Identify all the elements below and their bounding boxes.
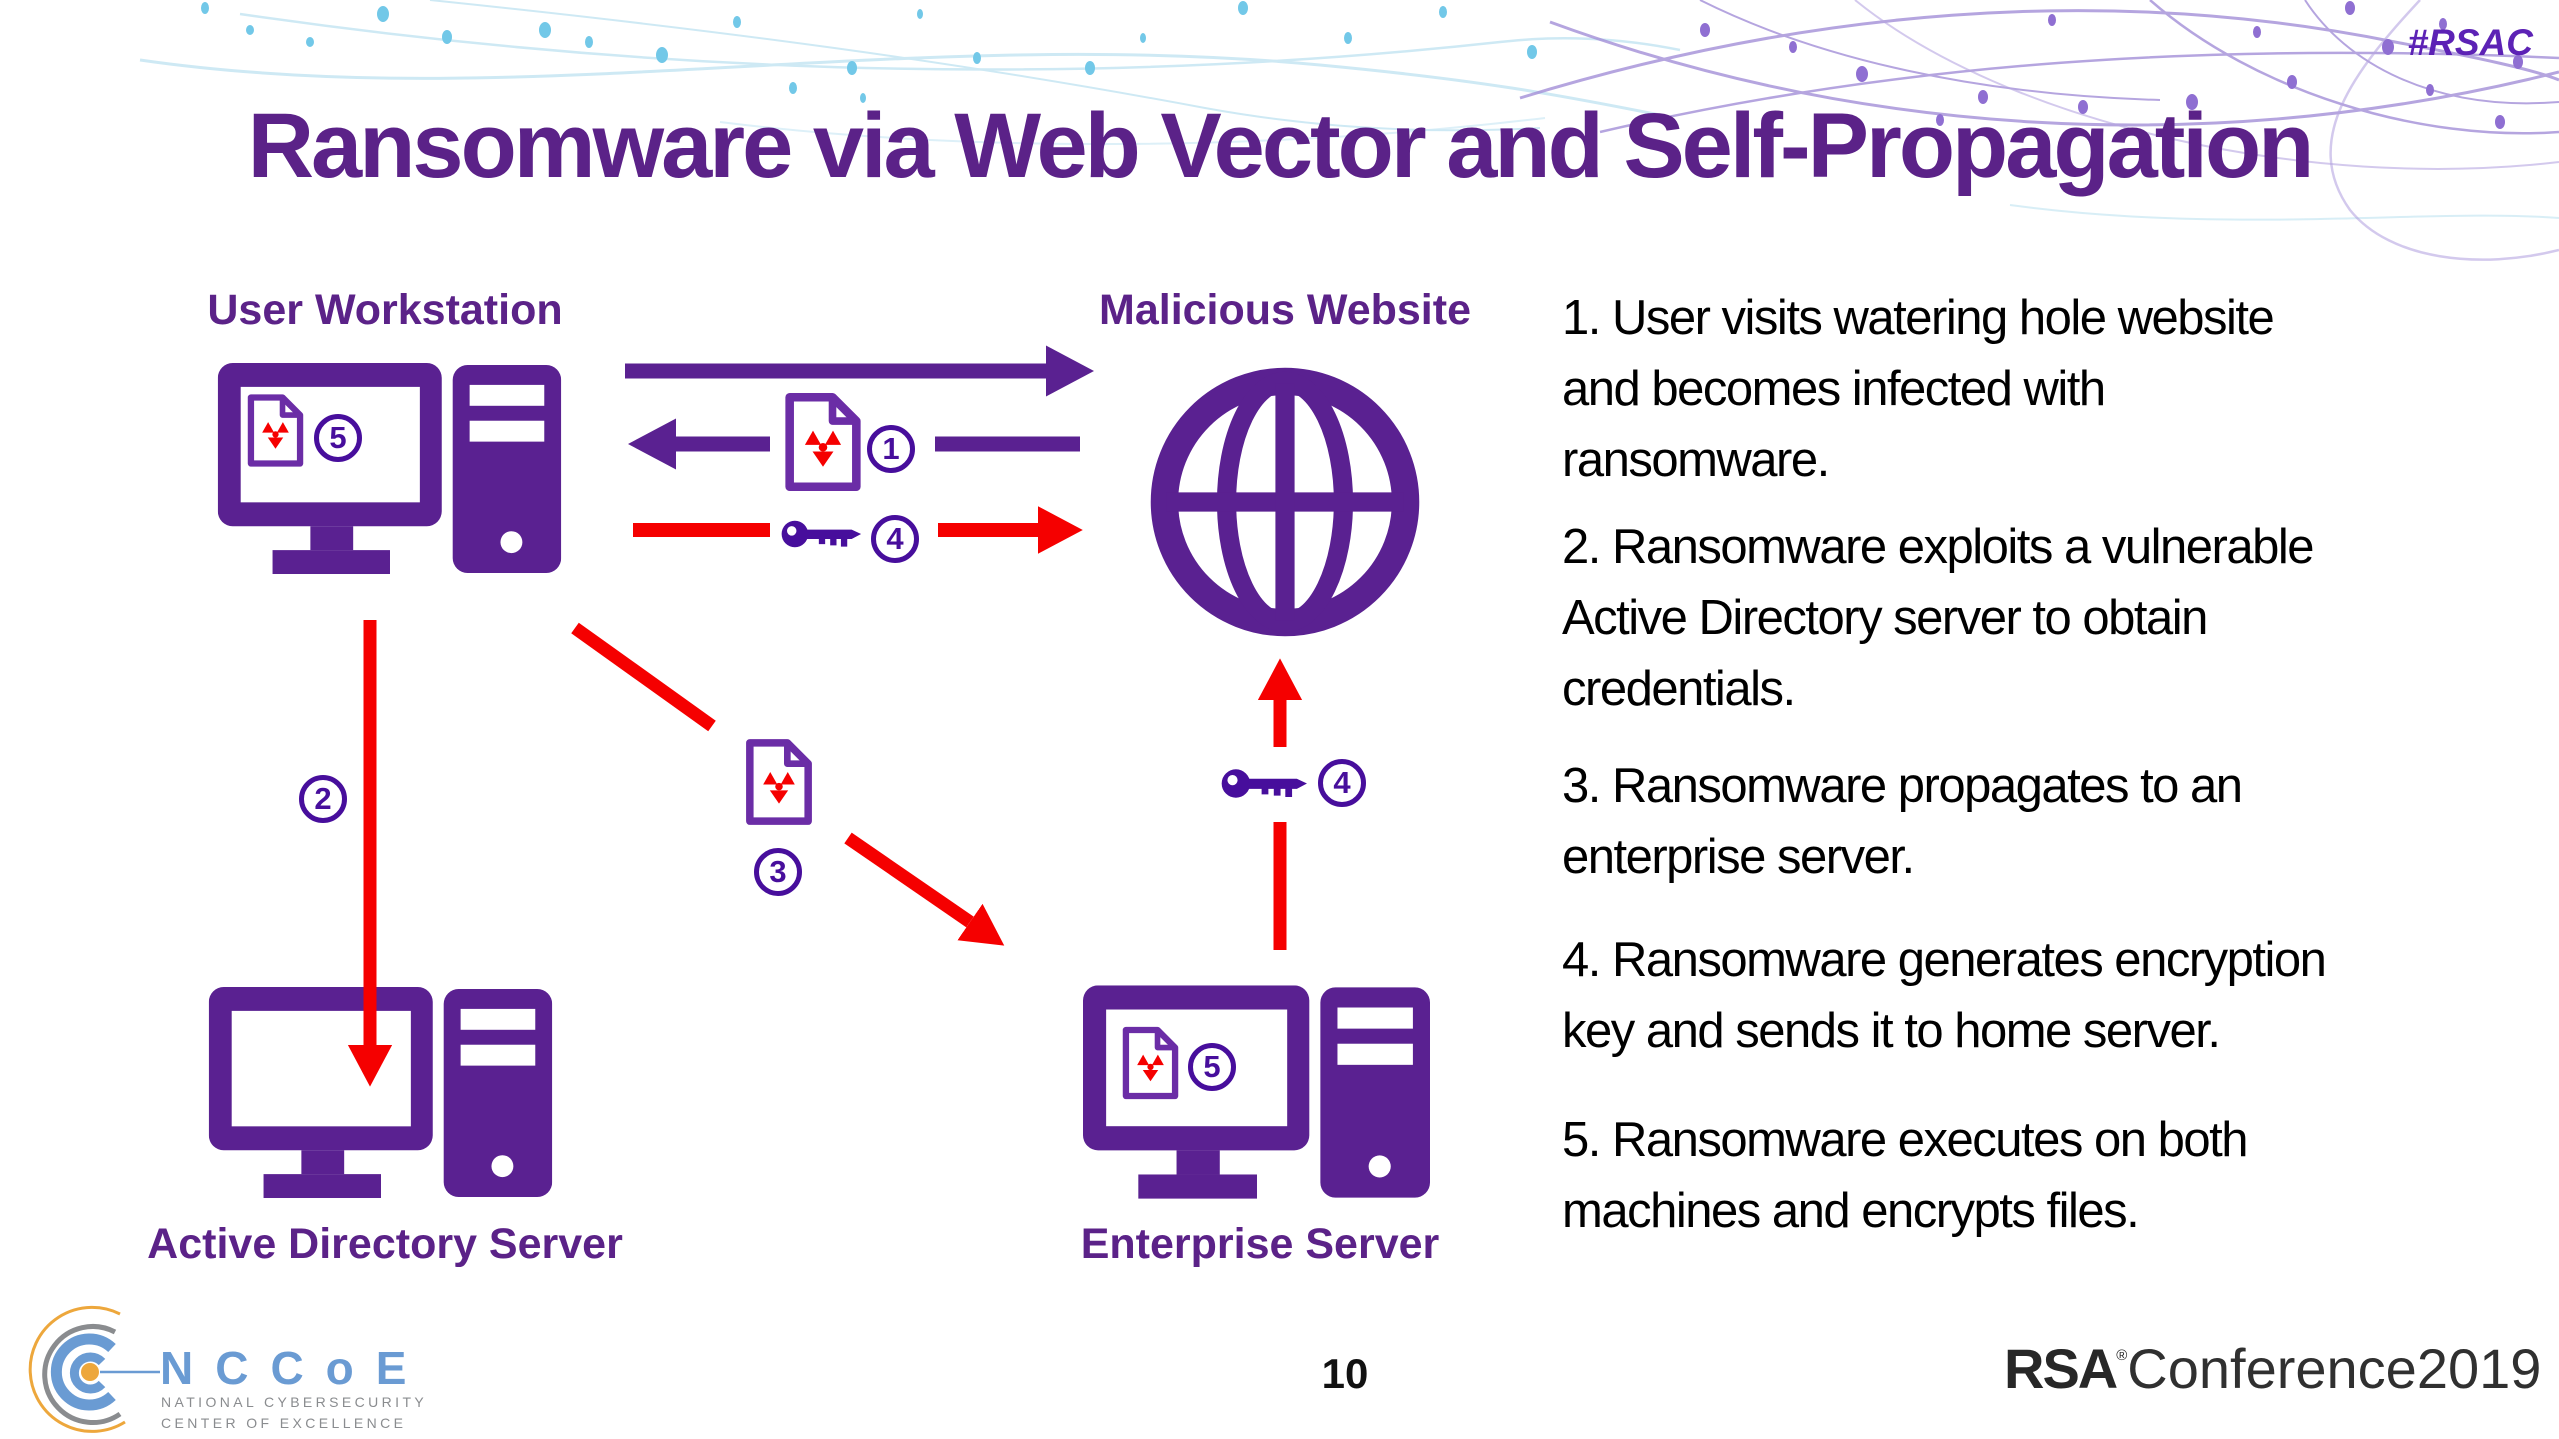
step-marker-4: 4 — [871, 515, 919, 563]
nccoe-logo: NCCoE NATIONAL CYBERSECURITY CENTER OF E… — [28, 1305, 428, 1433]
ransomware-file-icon — [246, 394, 305, 467]
step-marker-2: 2 — [299, 775, 347, 823]
ransomware-file-icon — [783, 391, 863, 493]
ransomware-file-icon — [1121, 1026, 1180, 1100]
label-user-workstation: User Workstation — [207, 286, 563, 334]
label-enterprise-server: Enterprise Server — [1080, 1220, 1440, 1268]
rsa-suffix: Conference2019 — [2127, 1337, 2542, 1400]
step-marker-5-workstation: 5 — [314, 414, 362, 462]
globe-icon — [1150, 367, 1420, 637]
nccoe-subtitle-2: CENTER OF EXCELLENCE — [161, 1415, 406, 1431]
step-marker-3: 3 — [754, 848, 802, 896]
step-marker-4-enterprise: 4 — [1318, 759, 1366, 807]
nccoe-wordmark: NCCoE — [160, 1342, 428, 1394]
registered-trademark-symbol: ® — [2116, 1347, 2128, 1364]
nccoe-subtitle-1: NATIONAL CYBERSECURITY — [161, 1394, 427, 1410]
active-directory-computer-icon — [208, 987, 553, 1199]
page-title: Ransomware via Web Vector and Self-Propa… — [247, 95, 2315, 197]
rsa-conference-logo: RSA®Conference2019 — [2004, 1336, 2541, 1401]
ransomware-file-icon — [744, 733, 814, 831]
step-marker-1: 1 — [867, 425, 915, 473]
rsac-hashtag: #RSAC — [2407, 22, 2533, 63]
page-number: 10 — [1321, 1350, 1369, 1397]
label-malicious-website: Malicious Website — [1099, 286, 1471, 334]
encryption-key-icon — [781, 510, 863, 558]
step-marker-5-enterprise: 5 — [1188, 1043, 1236, 1091]
rsa-brand: RSA — [2004, 1337, 2118, 1400]
encryption-key-icon — [1221, 760, 1309, 807]
label-active-directory-server: Active Directory Server — [147, 1220, 623, 1268]
